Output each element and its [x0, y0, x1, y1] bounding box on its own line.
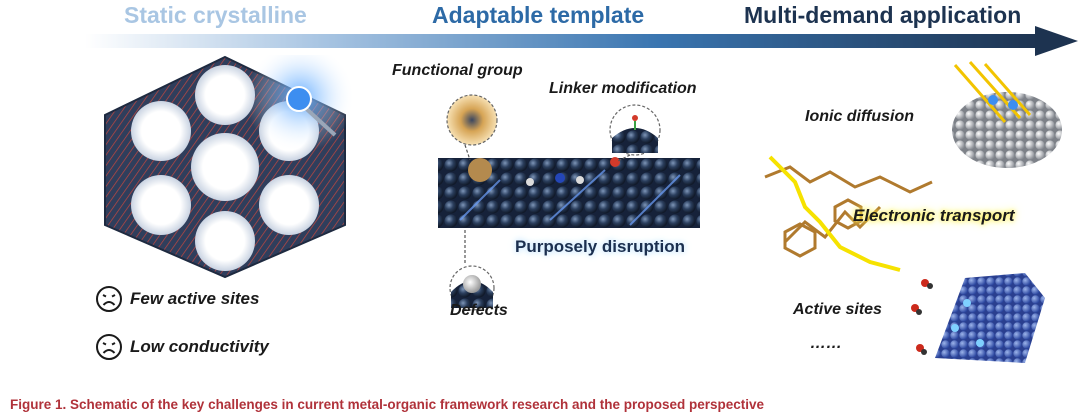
sad-face-icon: [96, 286, 122, 312]
drawback-low-conductivity: Low conductivity: [130, 337, 269, 356]
label-active-sites: Active sites: [793, 301, 882, 318]
template-surface-image: [438, 94, 700, 311]
mof-framework-image: [104, 55, 355, 279]
label-purposely-disruption: Purposely disruption: [515, 237, 686, 256]
sad-face-icon: [96, 334, 122, 360]
label-linker-modification: Linker modification: [549, 80, 697, 97]
stage-title-multi-demand: Multi-demand application: [744, 2, 1022, 28]
active-sites-catalyst-image: [911, 273, 1045, 363]
stage-title-static: Static crystalline: [124, 2, 307, 28]
stage-title-adaptable: Adaptable template: [432, 2, 645, 28]
ionic-diffusion-image: [952, 61, 1062, 168]
progress-arrow: [85, 26, 1078, 56]
label-ionic-diffusion: Ionic diffusion: [805, 108, 915, 125]
figure-caption: Figure 1. Schematic of the key challenge…: [10, 397, 764, 412]
label-electronic-transport: Electronic transport: [853, 206, 1015, 225]
label-ellipsis: ……: [810, 335, 842, 352]
label-defects: Defects: [450, 302, 508, 319]
label-functional-group: Functional group: [392, 62, 523, 79]
electronic-transport-molecule-image: [764, 155, 933, 272]
drawback-few-active-sites: Few active sites: [130, 289, 260, 308]
